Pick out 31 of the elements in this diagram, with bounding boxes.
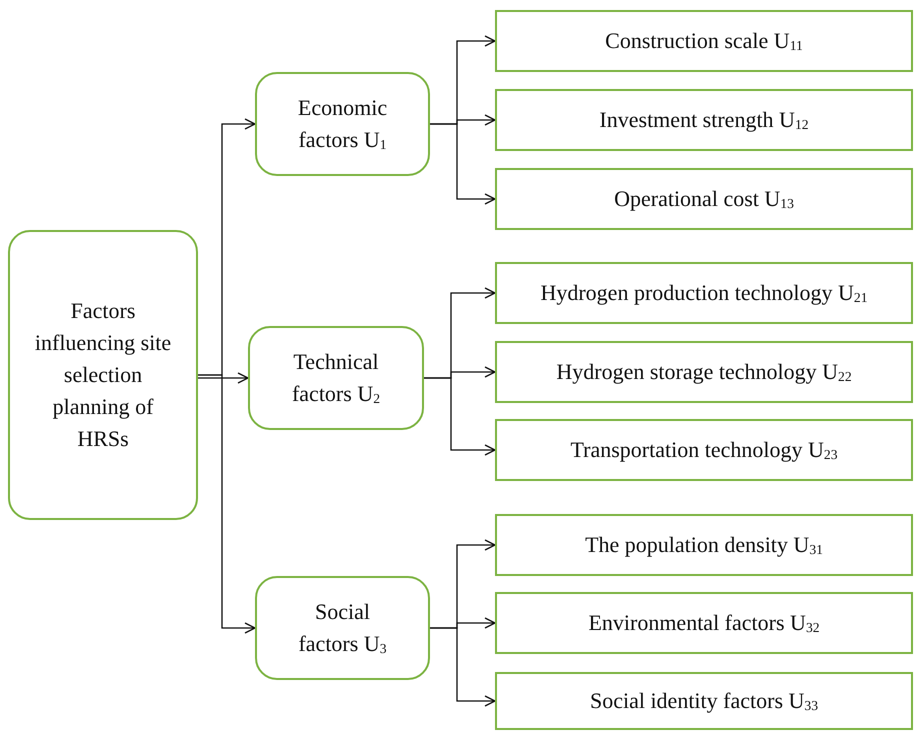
box-label: Economic factors U$_{1}$ (296, 94, 388, 154)
box-label: Environmental factors U$_{32}$ (587, 609, 821, 638)
box-label: Hydrogen production technology U$_{21}$ (539, 279, 869, 308)
factor-box (495, 514, 913, 576)
connector-arrow (424, 377, 496, 456)
connector-arrow (430, 123, 496, 205)
box-label: Operational cost U$_{13}$ (613, 185, 795, 214)
factor-box (495, 262, 913, 324)
factor-box (495, 10, 913, 72)
factor-box (495, 168, 913, 230)
factor-box (495, 672, 913, 730)
box-label: Technical factors U$_{2}$ (290, 348, 382, 408)
factor-box (495, 89, 913, 151)
box-label: Transportation technology U$_{23}$ (569, 436, 838, 464)
factor-box (495, 592, 913, 654)
category-box (8, 230, 198, 520)
category-box (248, 326, 424, 430)
connector-arrow (198, 374, 256, 634)
factor-box (495, 419, 913, 481)
connector-arrow (198, 372, 249, 384)
box-label: Factors influencing site selection planning of HRSs (34, 297, 172, 453)
category-box (255, 576, 430, 680)
box-label: Construction scale U$_{11}$ (604, 27, 804, 56)
category-box (255, 72, 430, 176)
box-label: The population density U$_{31}$ (584, 531, 824, 560)
box-label: Social identity factors U$_{33}$ (588, 687, 820, 716)
box-label: Social factors U$_{3}$ (297, 598, 388, 658)
box-label: Hydrogen storage technology U$_{22}$ (555, 358, 853, 386)
connector-arrow (430, 627, 496, 707)
factor-box (495, 341, 913, 403)
box-label: Investment strength U$_{12}$ (598, 106, 810, 134)
